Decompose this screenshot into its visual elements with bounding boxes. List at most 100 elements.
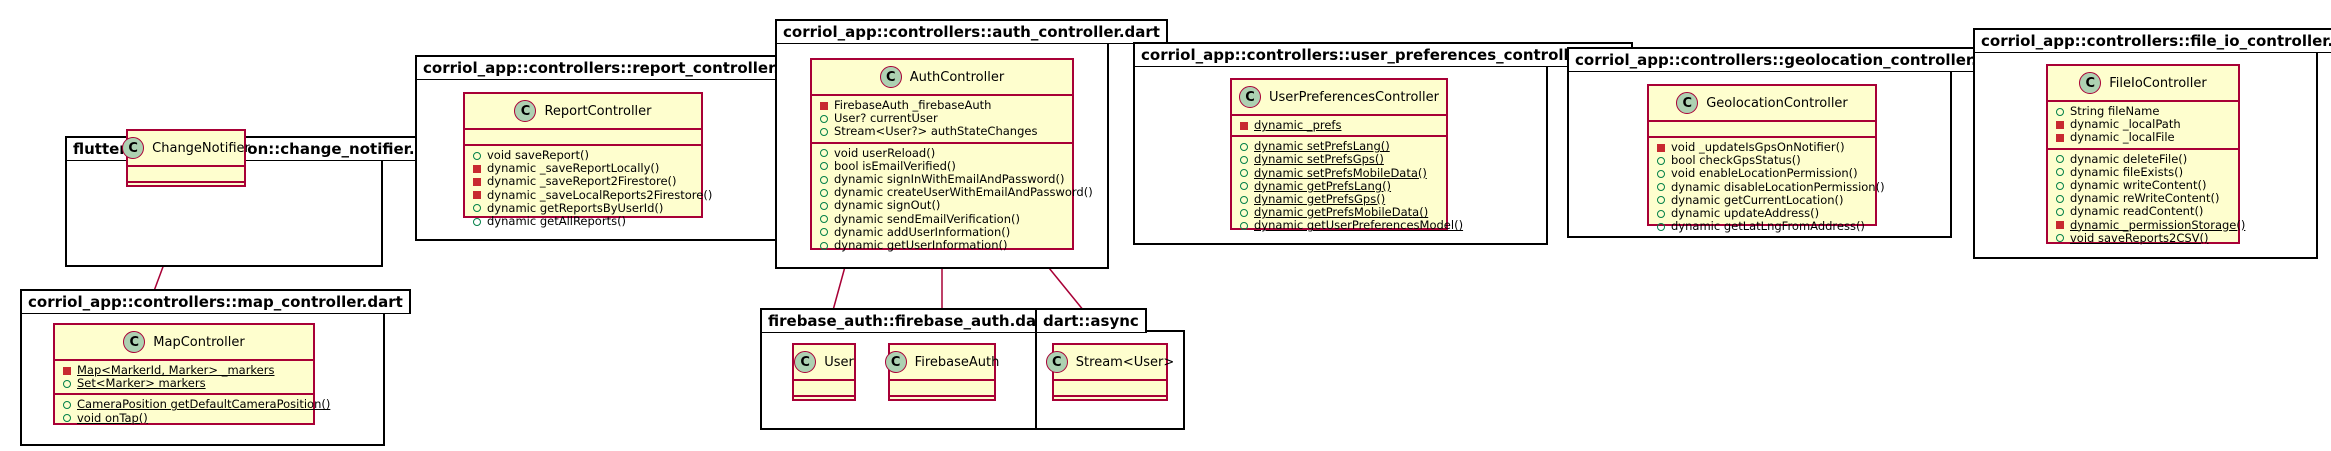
public-visibility-icon bbox=[2056, 194, 2064, 203]
private-visibility-icon bbox=[63, 366, 71, 375]
private-visibility-icon bbox=[2056, 221, 2064, 230]
method-set-prefs-mobile-data: dynamic setPrefsMobileData() bbox=[1240, 166, 1438, 180]
method-save-report: void saveReport() bbox=[473, 148, 693, 162]
methods-section bbox=[794, 395, 854, 411]
class-stereotype-icon: C bbox=[879, 66, 902, 88]
public-visibility-icon bbox=[473, 204, 481, 213]
field-local-path: dynamic _localPath bbox=[2056, 118, 2230, 131]
method-save-report-locally: dynamic _saveReportLocally() bbox=[473, 162, 693, 175]
public-visibility-icon bbox=[820, 128, 828, 136]
public-visibility-icon bbox=[820, 202, 828, 211]
public-visibility-icon bbox=[1240, 182, 1248, 191]
method-get-default-camera-position: CameraPosition getDefaultCameraPosition(… bbox=[63, 398, 330, 411]
package-label: corriol_app::controllers::auth_controlle… bbox=[775, 19, 1168, 44]
package-label: corriol_app::controllers::report_control… bbox=[415, 55, 823, 80]
fields-section: FirebaseAuth _firebaseAuth User? current… bbox=[812, 94, 1072, 142]
methods-section bbox=[890, 395, 994, 411]
method-send-email-verification: dynamic sendEmailVerification() bbox=[820, 212, 1064, 226]
public-visibility-icon bbox=[1240, 169, 1248, 178]
private-visibility-icon bbox=[2056, 134, 2064, 142]
class-stereotype-icon: C bbox=[1045, 351, 1068, 373]
methods-section bbox=[1054, 395, 1166, 411]
class-name: FirebaseAuth bbox=[914, 354, 1000, 370]
method-write-content: dynamic writeContent() bbox=[2056, 178, 2230, 192]
class-name: MapController bbox=[153, 334, 245, 350]
method-disable-location-permission: dynamic disableLocationPermission() bbox=[1657, 180, 1885, 194]
public-visibility-icon bbox=[820, 228, 828, 237]
method-update-is-gps-on-notifier: void _updateIsGpsOnNotifier() bbox=[1657, 140, 1867, 154]
public-visibility-icon bbox=[473, 151, 481, 160]
public-visibility-icon bbox=[820, 149, 828, 158]
private-visibility-icon bbox=[2056, 120, 2064, 129]
field-file-name: String fileName bbox=[2056, 104, 2230, 118]
field-prefs: dynamic _prefs bbox=[1240, 118, 1438, 132]
method-delete-file: dynamic deleteFile() bbox=[2056, 152, 2230, 166]
method-save-local-reports-2-firestore: dynamic _saveLocalReports2Firestore() bbox=[473, 188, 712, 202]
public-visibility-icon bbox=[820, 162, 828, 171]
fields-section: String fileName dynamic _localPath dynam… bbox=[2048, 100, 2238, 148]
class-name: ChangeNotifier bbox=[152, 140, 250, 156]
method-get-prefs-mobile-data: dynamic getPrefsMobileData() bbox=[1240, 206, 1438, 219]
private-visibility-icon bbox=[1240, 121, 1248, 130]
fields-section bbox=[890, 379, 994, 395]
class-firebase-auth[interactable]: C FirebaseAuth bbox=[884, 343, 999, 401]
method-save-report-2-firestore: dynamic _saveReport2Firestore() bbox=[473, 175, 693, 188]
package-label: corriol_app::controllers::file_io_contro… bbox=[1973, 28, 2331, 53]
class-stereotype-icon: C bbox=[884, 351, 907, 373]
methods-section: void _updateIsGpsOnNotifier() bool check… bbox=[1649, 136, 1885, 236]
class-stereotype-icon: C bbox=[123, 331, 146, 353]
package-label: corriol_app::controllers::map_controller… bbox=[20, 289, 411, 314]
field-markers-private: Map<MarkerId, Marker> _markers bbox=[63, 363, 305, 377]
class-change-notifier[interactable]: C ChangeNotifier bbox=[122, 129, 250, 187]
public-visibility-icon bbox=[2056, 107, 2064, 116]
method-add-user-information: dynamic addUserInformation() bbox=[820, 225, 1064, 239]
package-label: corriol_app::controllers::geolocation_co… bbox=[1567, 47, 2021, 72]
method-get-lat-lng-from-address: dynamic getLatLngFromAddress() bbox=[1657, 220, 1867, 233]
method-on-tap: void onTap() bbox=[63, 411, 305, 425]
methods-section bbox=[128, 181, 244, 197]
class-stereotype-icon: C bbox=[1676, 92, 1699, 114]
public-visibility-icon bbox=[820, 114, 828, 123]
fields-section bbox=[1649, 120, 1875, 136]
class-name: AuthController bbox=[909, 69, 1005, 85]
method-set-prefs-lang: dynamic setPrefsLang() bbox=[1240, 140, 1438, 153]
class-name: UserPreferencesController bbox=[1268, 89, 1440, 105]
public-visibility-icon bbox=[820, 175, 828, 184]
method-update-address: dynamic updateAddress() bbox=[1657, 206, 1867, 220]
public-visibility-icon bbox=[820, 215, 828, 224]
fields-section: Map<MarkerId, Marker> _markers Set<Marke… bbox=[55, 359, 313, 393]
package-label: corriol_app::controllers::user_preferenc… bbox=[1133, 42, 1634, 67]
class-map-controller[interactable]: C MapController Map<MarkerId, Marker> _ma… bbox=[53, 323, 330, 425]
class-auth-controller[interactable]: C AuthController FirebaseAuth _firebaseAu… bbox=[810, 58, 1093, 252]
class-stream-user[interactable]: C Stream<User> bbox=[1045, 343, 1174, 401]
public-visibility-icon bbox=[1657, 209, 1665, 218]
method-is-email-verified: bool isEmailVerified() bbox=[820, 159, 1064, 173]
method-sign-out: dynamic signOut() bbox=[820, 199, 1064, 212]
field-local-file: dynamic _localFile bbox=[2056, 131, 2230, 144]
public-visibility-icon bbox=[1657, 156, 1665, 165]
method-save-reports-2-csv: void saveReports2CSV() bbox=[2056, 231, 2230, 245]
public-visibility-icon bbox=[1240, 142, 1248, 151]
public-visibility-icon bbox=[63, 414, 71, 423]
private-visibility-icon bbox=[473, 191, 481, 200]
public-visibility-icon bbox=[1657, 196, 1665, 205]
public-visibility-icon bbox=[1657, 183, 1665, 192]
class-name: Stream<User> bbox=[1075, 354, 1175, 370]
public-visibility-icon bbox=[820, 188, 828, 197]
methods-section: dynamic setPrefsLang() dynamic setPrefsG… bbox=[1232, 135, 1463, 235]
private-visibility-icon bbox=[473, 164, 481, 173]
field-auth-state-changes: Stream<User?> authStateChanges bbox=[820, 125, 1064, 138]
class-stereotype-icon: C bbox=[122, 137, 145, 159]
method-user-reload: void userReload() bbox=[820, 146, 1064, 160]
method-get-all-reports: dynamic getAllReports() bbox=[473, 214, 693, 228]
method-get-user-preferences-model: dynamic getUserPreferencesModel() bbox=[1240, 219, 1463, 232]
method-create-user: dynamic createUserWithEmailAndPassword() bbox=[820, 186, 1093, 199]
class-stereotype-icon: C bbox=[794, 351, 817, 373]
public-visibility-icon bbox=[1657, 170, 1665, 178]
class-stereotype-icon: C bbox=[514, 100, 537, 122]
